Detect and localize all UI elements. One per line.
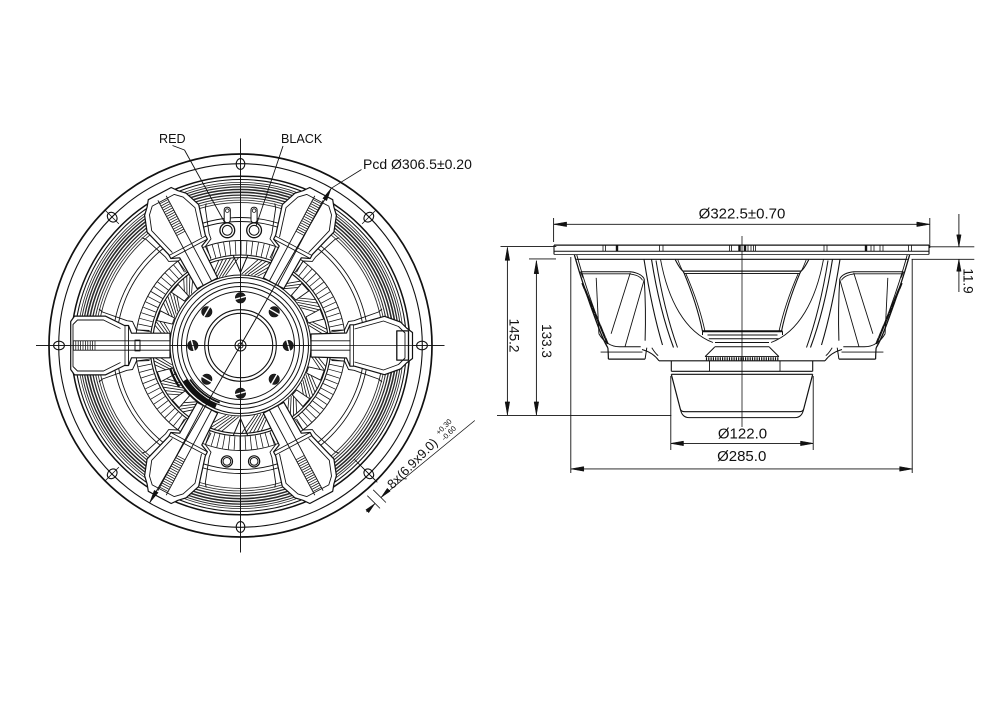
svg-text:145.2: 145.2 bbox=[507, 319, 522, 353]
svg-text:Ø122.0: Ø122.0 bbox=[718, 426, 767, 443]
svg-text:BLACK: BLACK bbox=[281, 132, 323, 146]
svg-text:11.9: 11.9 bbox=[961, 268, 976, 293]
svg-text:RED: RED bbox=[159, 132, 186, 146]
svg-text:Ø285.0: Ø285.0 bbox=[717, 448, 766, 465]
svg-text:Pcd Ø306.5±0.20: Pcd Ø306.5±0.20 bbox=[363, 156, 472, 172]
svg-text:Ø322.5±0.70: Ø322.5±0.70 bbox=[699, 206, 786, 223]
svg-text:133.3: 133.3 bbox=[539, 324, 554, 358]
